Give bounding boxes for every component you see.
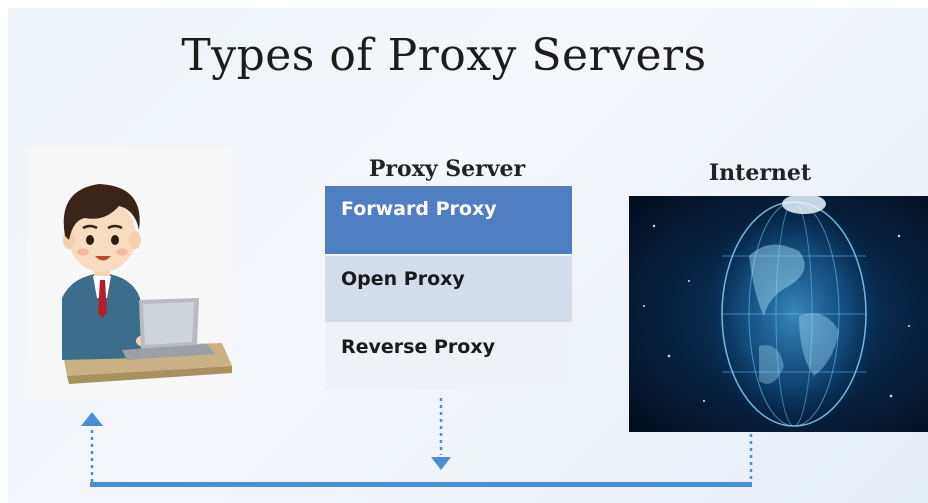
proxy-server-stack: Forward Proxy Open Proxy Reverse Proxy — [325, 186, 572, 390]
down-arrow-icon — [431, 457, 451, 470]
globe-network-icon — [643, 196, 910, 432]
internet-image — [629, 196, 928, 432]
bottom-connector-line — [90, 482, 752, 487]
internet-label: Internet — [708, 160, 812, 186]
proxy-item-forward: Forward Proxy — [325, 186, 572, 254]
up-arrow-icon — [81, 412, 103, 426]
page-title: Types of Proxy Servers — [181, 30, 707, 81]
proxy-item-open: Open Proxy — [325, 256, 572, 322]
user-at-laptop-icon — [62, 184, 232, 384]
proxy-item-reverse: Reverse Proxy — [325, 324, 572, 390]
proxy-server-label: Proxy Server — [368, 156, 526, 182]
user-panel — [27, 148, 232, 398]
